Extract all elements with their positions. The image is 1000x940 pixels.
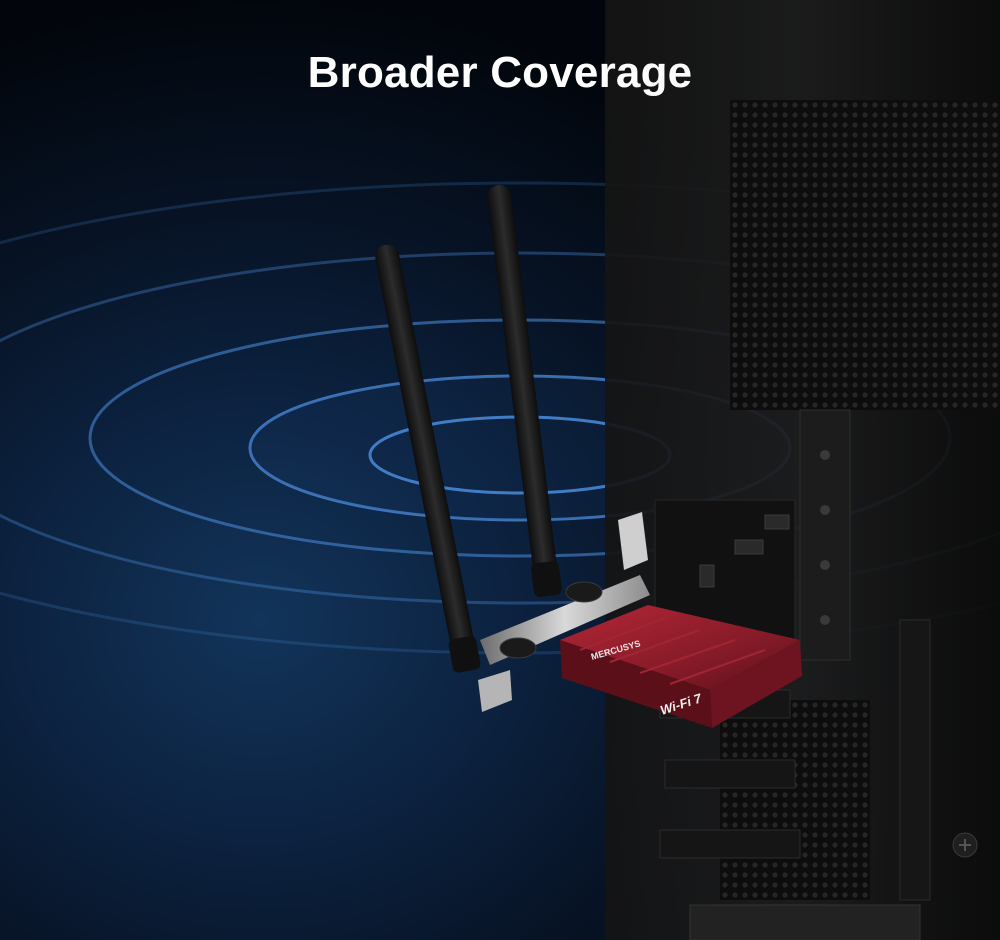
pc-tower bbox=[605, 0, 1000, 940]
red-heatsink bbox=[560, 605, 800, 690]
tower-vent-mesh bbox=[730, 100, 1000, 410]
antennas bbox=[375, 184, 603, 673]
signal-ring bbox=[0, 251, 1000, 605]
page-title: Broader Coverage bbox=[307, 48, 693, 97]
antenna-right bbox=[487, 184, 603, 603]
antenna-left bbox=[375, 244, 537, 673]
tower-vent-mesh-lower bbox=[720, 700, 870, 900]
